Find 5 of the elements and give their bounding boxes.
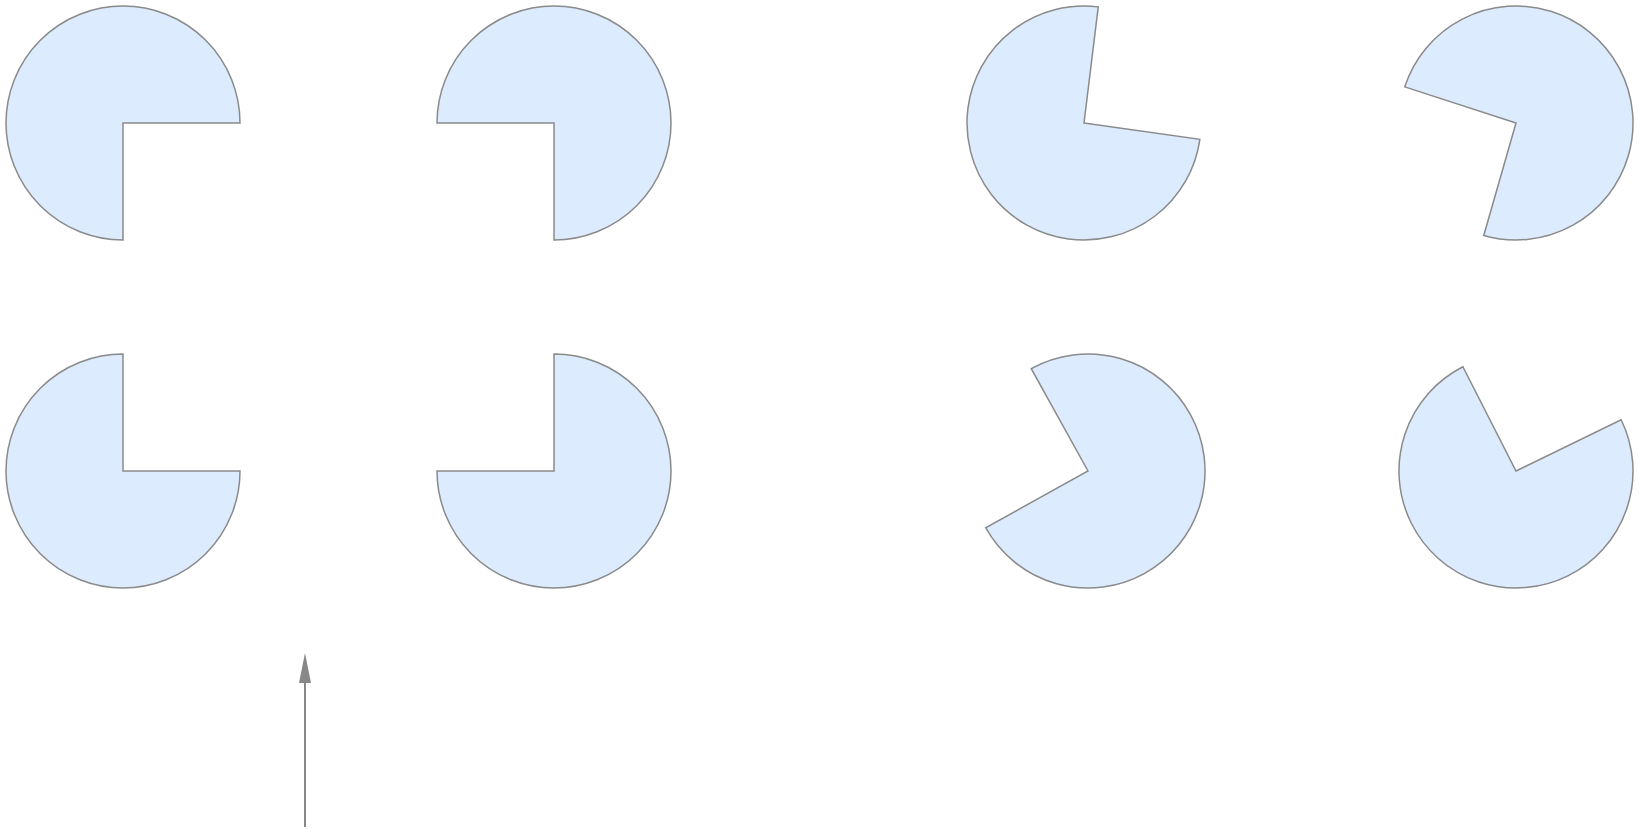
pie-shape — [4, 352, 242, 590]
pie-shape — [435, 352, 673, 590]
pie-shape — [4, 4, 242, 242]
pie-shape — [435, 4, 673, 242]
pie-shape — [965, 4, 1203, 242]
